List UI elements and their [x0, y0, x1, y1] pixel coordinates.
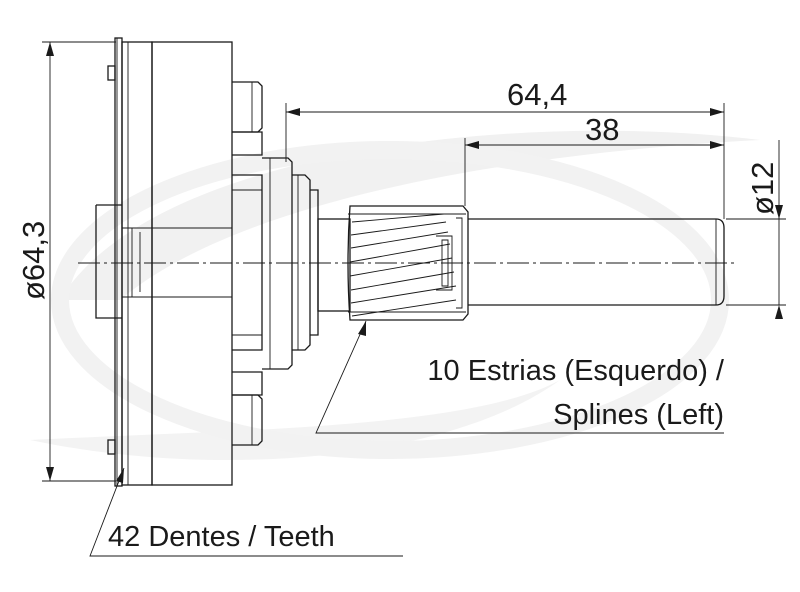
dimension-shaft-length: 64,4	[285, 77, 725, 219]
shaft-diameter-value: 12	[745, 162, 780, 196]
dimension-overall-diameter: ø64,3	[16, 41, 116, 482]
shaft-length-label: 64,4	[507, 77, 567, 112]
dimension-spline-length: 38	[464, 112, 724, 206]
teeth-note: 42 Dentes / Teeth	[89, 467, 403, 557]
shaft-diameter-symbol: ø	[745, 196, 780, 215]
left-hub	[95, 204, 122, 319]
spline-length-label: 38	[585, 112, 619, 147]
splines-note: 10 Estrias (Esquerdo) / Splines (Left)	[315, 320, 725, 434]
teeth-note-label: 42 Dentes / Teeth	[108, 521, 335, 553]
watermark-logo	[30, 130, 760, 460]
dimension-shaft-diameter: ø12	[726, 140, 786, 319]
overall-diameter-value: 64,3	[16, 221, 51, 281]
splines-note-line1: 10 Estrias (Esquerdo) /	[427, 355, 725, 387]
splines-leader	[315, 320, 724, 434]
splines-note-line2: Splines (Left)	[553, 399, 724, 431]
shaft-stub	[317, 218, 351, 312]
housing	[151, 41, 233, 486]
shaft-diameter-label: ø12	[745, 162, 780, 215]
diameter-symbol: ø	[16, 281, 51, 300]
plate-lug-bottom	[107, 439, 116, 455]
teeth-leader	[89, 467, 403, 557]
seal-ring	[262, 157, 293, 370]
gear-assembly	[95, 37, 351, 487]
plate-lug-top	[107, 65, 116, 81]
overall-diameter-label: ø64,3	[16, 221, 51, 300]
output-shaft	[468, 218, 725, 306]
spline-pinion	[347, 205, 469, 321]
